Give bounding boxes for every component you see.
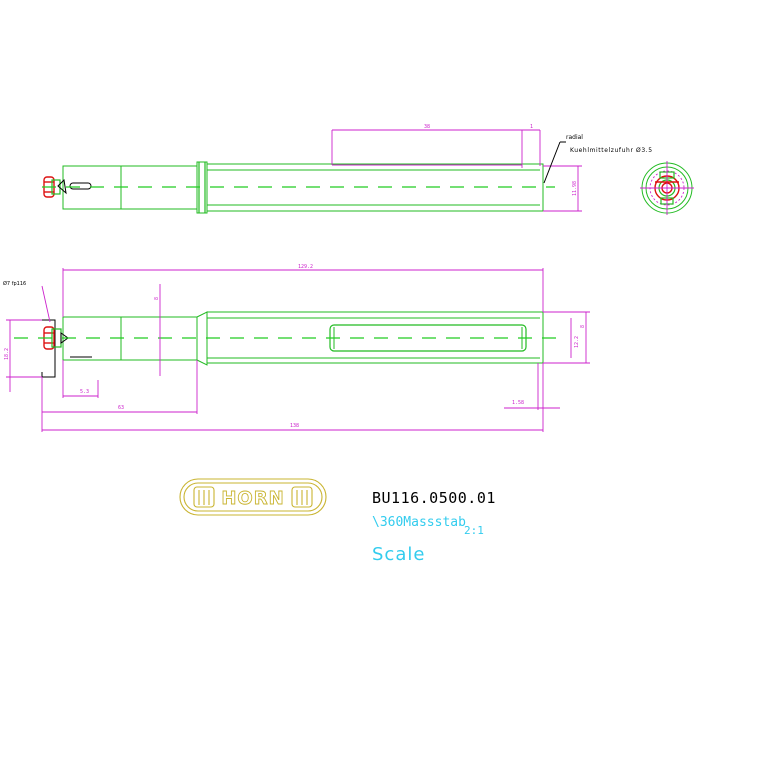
- top-view: 38 1 11.98 radial Kuehlmittelzufuhr Ø3.5: [42, 124, 653, 214]
- top-dim-small: 1: [530, 124, 533, 130]
- top-dim-length: 38: [424, 124, 430, 130]
- side-label-left: Ø7 fp116: [3, 280, 26, 287]
- side-dim-middle: 63: [118, 405, 124, 411]
- horn-logo: HORN: [179, 478, 327, 516]
- top-dim-diameter: 11.98: [572, 181, 578, 196]
- side-dim-total: 138: [290, 423, 299, 429]
- title-block: HORN BU116.0500.01 \360Massstab 2:1 Scal…: [179, 478, 496, 565]
- side-dim-right-a: 8: [580, 325, 586, 328]
- side-collar: [196, 311, 208, 366]
- side-dim-left-height: 18.2: [4, 348, 10, 360]
- side-view: Ø7 fp116 129.2 8 18.2 5.3 63 138 1.58: [3, 264, 590, 432]
- side-dim-tip: 1.58: [512, 400, 524, 406]
- side-dim-right-b: 12.2: [574, 336, 580, 348]
- coolant-note-title: radial: [566, 134, 583, 141]
- side-dim-vertical: 8: [154, 297, 160, 300]
- logo-text: HORN: [221, 488, 284, 509]
- coolant-note: Kuehlmittelzufuhr Ø3.5: [570, 147, 653, 154]
- scale-label: \360Massstab: [372, 515, 466, 530]
- top-body: [206, 163, 544, 212]
- scale-word: Scale: [372, 544, 425, 565]
- scale-value: 2:1: [464, 524, 484, 537]
- part-number: BU116.0500.01: [372, 489, 496, 507]
- side-holder-step: [41, 319, 56, 378]
- side-dim-overall-top: 129.2: [298, 264, 313, 270]
- end-view: [640, 161, 694, 215]
- top-neck: [120, 165, 198, 210]
- side-dim-step: 5.3: [80, 389, 89, 395]
- top-slot: [69, 182, 92, 190]
